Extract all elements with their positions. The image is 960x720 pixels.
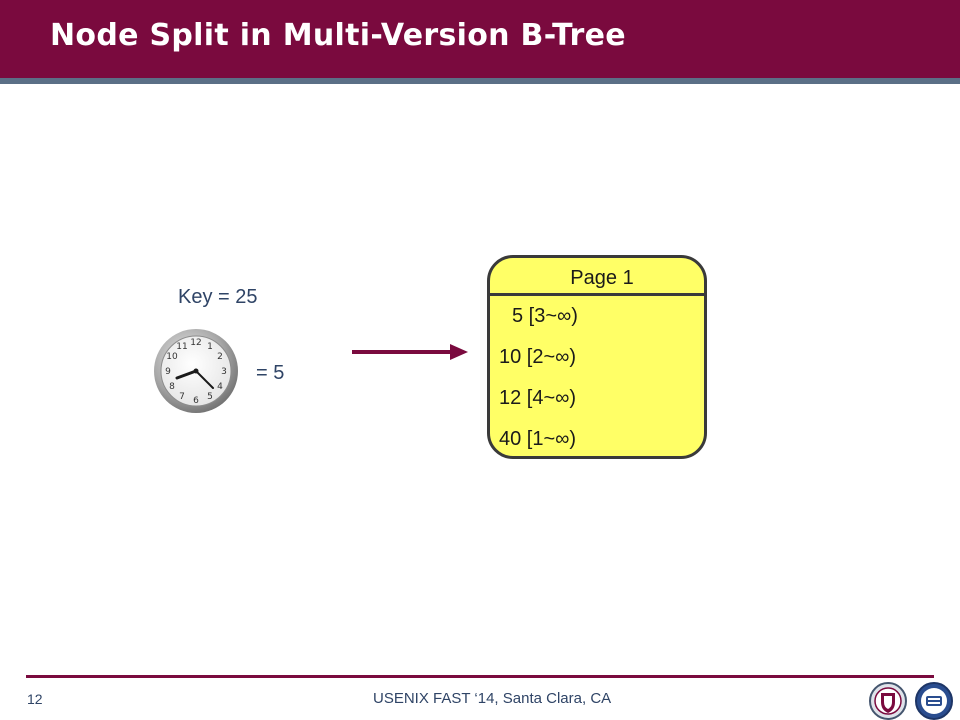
svg-text:11: 11 (176, 342, 187, 352)
svg-text:5: 5 (207, 392, 213, 402)
timestamp-label: = 5 (256, 362, 285, 384)
clock-icon: 12 1 2 3 4 5 6 7 8 9 10 11 (154, 329, 238, 413)
university-logo-icon (915, 682, 953, 720)
page-entry: 5 [3~∞) (512, 305, 578, 327)
page-header: Page 1 (490, 258, 704, 296)
svg-text:2: 2 (217, 352, 223, 362)
slide-title: Node Split in Multi-Version B-Tree (50, 18, 626, 53)
svg-text:6: 6 (193, 396, 199, 406)
svg-text:7: 7 (179, 392, 185, 402)
page-entry: 12 [4~∞) (499, 387, 577, 409)
svg-text:12: 12 (190, 338, 201, 348)
footer-text: USENIX FAST ‘14, Santa Clara, CA (373, 690, 612, 707)
svg-text:1: 1 (207, 342, 213, 352)
right-arrow-icon (352, 344, 468, 360)
university-logo-icon (869, 682, 907, 720)
svg-text:8: 8 (169, 382, 175, 392)
svg-text:3: 3 (221, 367, 227, 377)
svg-text:9: 9 (165, 367, 171, 377)
page-number: 12 (27, 691, 43, 707)
svg-text:10: 10 (166, 352, 178, 362)
page-entry: 10 [2~∞) (499, 346, 577, 368)
page-node: Page 1 5 [3~∞) 10 [2~∞) 12 [4~∞) 40 [1~∞… (487, 255, 707, 459)
key-label: Key = 25 (178, 286, 258, 308)
page-entry: 40 [1~∞) (499, 428, 577, 450)
title-bar (0, 0, 960, 78)
svg-text:4: 4 (217, 382, 223, 392)
title-bar-accent-strip (0, 78, 960, 84)
footer-divider (26, 675, 934, 678)
